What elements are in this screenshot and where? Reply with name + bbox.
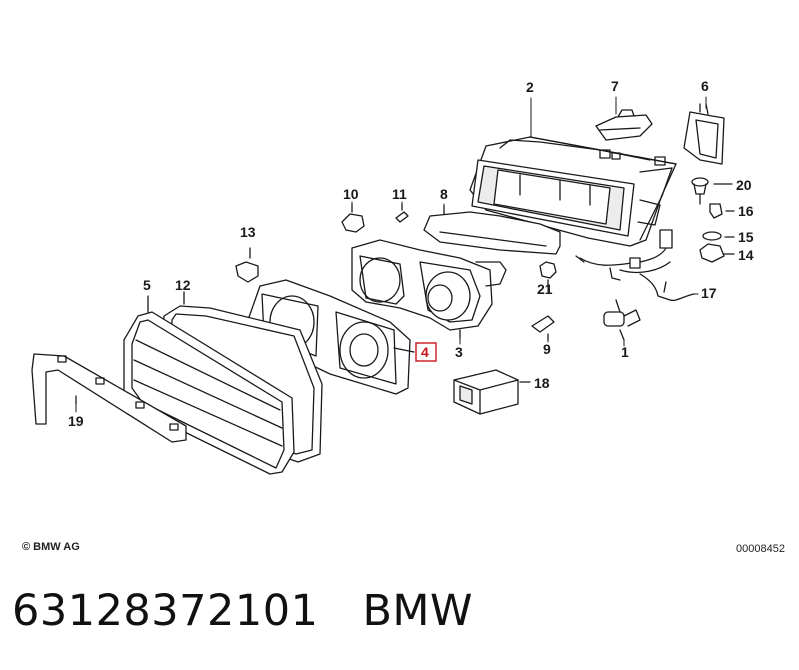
callout-4: 4 (421, 344, 429, 360)
part-7-cover (595, 109, 653, 141)
wiring-harness (575, 229, 673, 281)
part-number: 63128372101 (12, 586, 319, 636)
part-20-screw (691, 177, 733, 205)
part-13-clip (235, 247, 259, 283)
callout-14: 14 (738, 247, 754, 263)
callout-18: 18 (534, 375, 550, 391)
leader-lines (75, 96, 707, 413)
callout-21: 21 (537, 281, 553, 297)
document-number: 00008452 (736, 543, 785, 555)
exploded-parts-diagram: 2 7 6 20 10 11 8 16 13 15 14 5 12 21 17 … (31, 78, 754, 475)
callout-10: 10 (343, 186, 359, 202)
part-14-holder (699, 243, 735, 263)
part-3-reflector (351, 239, 507, 339)
callout-19: 19 (68, 413, 84, 429)
part-19-seal (31, 353, 187, 443)
part-21-nut (539, 261, 557, 287)
part-10-bulb (341, 203, 365, 233)
brand-name: BMW (362, 586, 474, 636)
part-caption: 63128372101 BMW (12, 586, 473, 636)
part-17-cable (639, 273, 695, 302)
callout-5: 5 (143, 277, 151, 293)
part-1-bulb (603, 299, 641, 341)
part-9-adjuster (531, 315, 555, 341)
callout-4-highlight-box (415, 342, 437, 362)
callout-12: 12 (175, 277, 191, 293)
callout-15: 15 (738, 229, 754, 245)
callout-7: 7 (611, 78, 619, 94)
part-16-clip (709, 203, 735, 219)
callout-1: 1 (621, 344, 629, 360)
part-18-module (453, 369, 531, 415)
part-15-nut (702, 231, 735, 241)
callout-16: 16 (738, 203, 754, 219)
callout-3: 3 (455, 344, 463, 360)
part-6-bracket (683, 103, 725, 165)
part-5-lens (123, 295, 295, 475)
callout-13: 13 (240, 224, 256, 240)
callout-6: 6 (701, 78, 709, 94)
callout-2: 2 (526, 79, 534, 95)
callout-11: 11 (392, 186, 407, 202)
callout-8: 8 (440, 186, 448, 202)
part-2-housing (469, 136, 677, 247)
callout-9: 9 (543, 341, 551, 357)
part-8-plate (423, 205, 561, 255)
copyright-notice: © BMW AG (22, 541, 80, 553)
callout-17: 17 (701, 285, 717, 301)
callout-20: 20 (736, 177, 752, 193)
